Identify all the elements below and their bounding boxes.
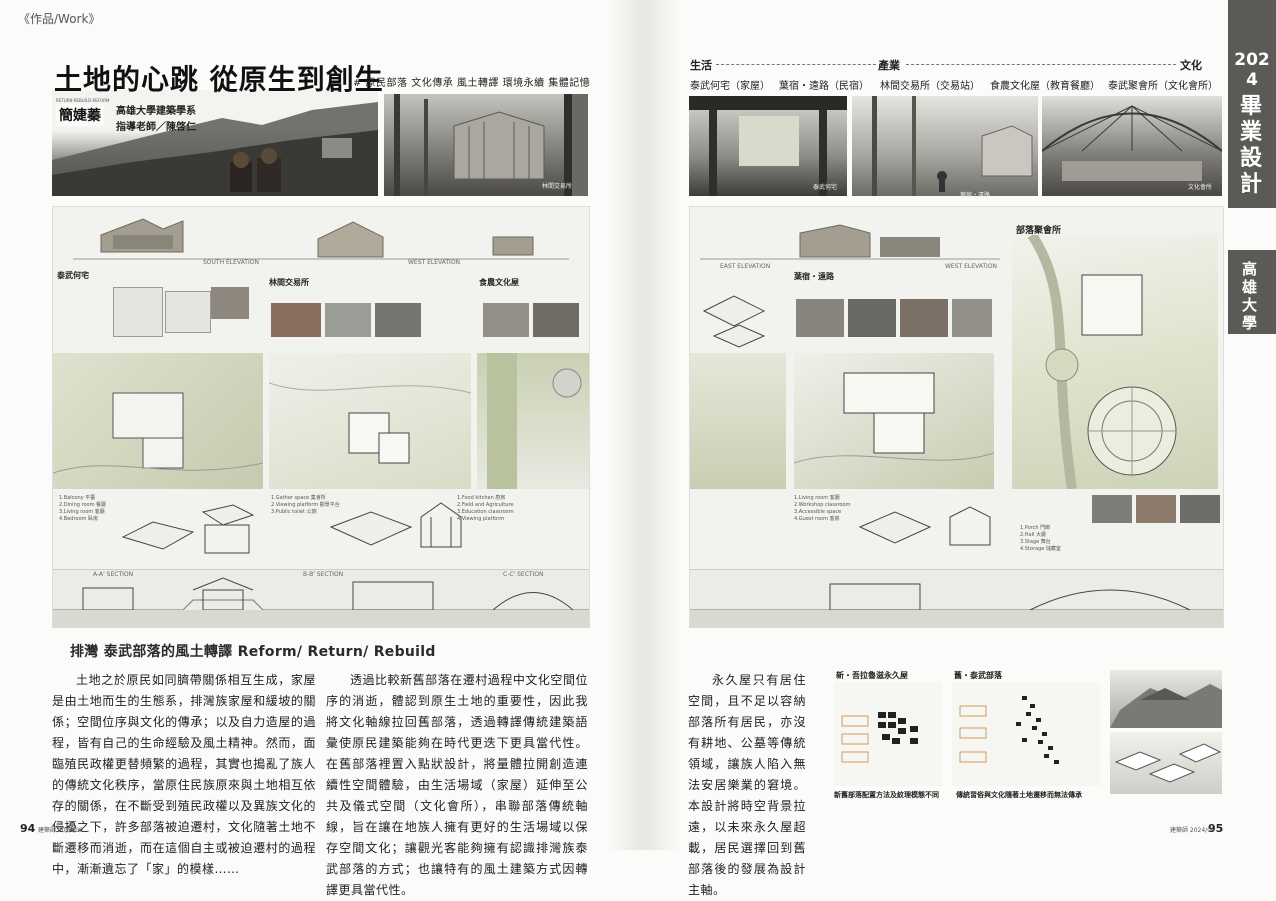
- site-photo: [1136, 495, 1176, 523]
- forest-path-photo: [852, 96, 1038, 196]
- site-photo: [900, 299, 948, 337]
- project-label: 部落聚會所: [1016, 226, 1062, 236]
- site-photo: [952, 299, 992, 337]
- photo-caption: 文化會所: [1187, 184, 1212, 191]
- article-title: 土地的心跳 從原生到創生: [54, 63, 384, 96]
- spine-gutter: [608, 0, 680, 850]
- body-paragraph: 永久屋只有居住空間，且不足以容納部落所有居民，亦沒有耕地、公墓等傳統領域，讓族人…: [688, 673, 806, 897]
- sidebar-heading: 畢業設計: [1240, 94, 1263, 197]
- category-divider: [716, 64, 876, 65]
- legend-list: 1.Balcony 平臺 2.Dining room 餐廳 3.Living r…: [59, 495, 107, 522]
- footer-magazine: 建築師 2024/09: [1170, 827, 1215, 834]
- site-plan: [793, 353, 995, 489]
- map-caption: 傳統習俗與文化隨著土地遷移而無法傳承: [956, 791, 1082, 799]
- item-label: 泰武聚會所（文化會所）: [1108, 81, 1218, 92]
- site-plan: [690, 353, 786, 489]
- section-label: 《作品/Work》: [18, 12, 101, 26]
- advisor-name: 指導老師／陳啓仁: [116, 122, 196, 133]
- project-label: 食農文化屋: [479, 278, 519, 287]
- school-name: 高雄大學建築學系: [116, 106, 196, 117]
- legend-list: 1.Living room 客廳 2.Workshop classroom 3.…: [794, 495, 851, 522]
- map-caption: 新舊部落配置方法及紋理模態不同: [834, 791, 939, 799]
- photo-caption: 葉宿・遠路: [960, 192, 991, 199]
- site-photo: [375, 303, 421, 337]
- item-label: 葉宿・遠路（民宿）: [779, 81, 869, 92]
- culture-hall-site-plan: [1012, 232, 1218, 490]
- item-label: 食農文化屋（教育餐廳）: [990, 81, 1100, 92]
- legend-list: 1.Gather space 集會所 2.Viewing platform 觀景…: [271, 495, 340, 515]
- project-label: 林間交易所: [269, 278, 309, 287]
- body-paragraph: 透過比較新舊部落在遷村過程中文化空間位序的消逝，體認到原生土地的重要性，因此我將…: [326, 673, 588, 897]
- page-number: 95: [1208, 822, 1224, 835]
- category-culture: 文化: [1180, 59, 1202, 72]
- map-title: 新・吾拉魯滋永久屋: [836, 671, 908, 680]
- site-photo: [271, 303, 321, 337]
- site-photo: [796, 299, 844, 337]
- article-subtitle: 排灣 泰武部落的風土轉譯 Reform/ Return/ Rebuild: [70, 644, 436, 660]
- author-name: 簡婕蓁: [56, 104, 104, 126]
- legend-list: 1.Food kitchen 廚房 2.Field and Agricultur…: [457, 495, 514, 522]
- site-photo: [1092, 495, 1132, 523]
- hero-landscape-photo: [52, 90, 378, 196]
- elevation-label: WEST ELEVATION: [408, 259, 461, 266]
- new-village-map: [834, 682, 942, 786]
- village-render-aerial: [1110, 670, 1222, 728]
- school-tab: 高雄大學: [1228, 250, 1276, 334]
- sidebar-school: 高雄大學: [1242, 260, 1258, 332]
- body-paragraph: 土地之於原民如同臍帶關係相互生成，家屋是由土地而生的生態系，排灣族家屋和緩坡的關…: [52, 673, 316, 876]
- elevation-label: EAST ELEVATION: [720, 263, 771, 270]
- item-label: 泰武何宅（家屋）: [690, 81, 770, 92]
- section-label: C-C' SECTION: [503, 571, 544, 578]
- project-label: 泰武何宅: [57, 271, 89, 280]
- footer-magazine: 建築師 2024/09: [38, 827, 83, 834]
- house-interior-photo: 泰武何宅: [689, 96, 847, 196]
- category-life: 生活: [690, 59, 712, 72]
- photo-caption: 泰武何宅: [812, 184, 837, 191]
- site-plan: [477, 353, 589, 489]
- photo-caption: 林間交易所: [541, 183, 572, 190]
- elevation-label: WEST ELEVATION: [945, 263, 998, 270]
- site-photo: [848, 299, 896, 337]
- section-label: A-A' SECTION: [93, 571, 134, 578]
- elevation-label: SOUTH ELEVATION: [203, 259, 259, 266]
- site-photo: [211, 287, 249, 319]
- site-plan: [53, 353, 264, 489]
- site-plan: [268, 353, 472, 489]
- site-photo: [325, 303, 371, 337]
- village-render-plan: [1110, 732, 1222, 794]
- category-industry: 產業: [878, 59, 900, 72]
- right-project-board: EAST ELEVATION WEST ELEVATION 葉宿・遠路 部落聚會…: [689, 206, 1224, 628]
- site-photo: [533, 303, 579, 337]
- section-label: B-B' SECTION: [303, 571, 344, 578]
- category-divider: [906, 64, 1176, 65]
- floor-plan: [113, 287, 163, 337]
- culture-hall-photo: 文化會所: [1042, 96, 1222, 196]
- left-project-board: SOUTH ELEVATION WEST ELEVATION 泰武何宅 林間交易…: [52, 206, 590, 628]
- photo-tag: RETURN·REBUILD·REFORM: [56, 98, 110, 103]
- floor-plan: [165, 291, 211, 333]
- page-number: 94: [20, 822, 36, 835]
- keyword-tags: # 原民部落 文化傳承 風土轉譯 環境永續 集體記憶: [353, 78, 591, 89]
- hero-photo-strip: [572, 94, 588, 196]
- graduation-design-tab: 2024 畢業設計: [1228, 0, 1276, 208]
- forest-pavilion-photo: 林間交易所: [384, 94, 586, 196]
- site-photo: [1180, 495, 1220, 523]
- item-label: 林間交易所（交易站）: [880, 81, 980, 92]
- site-photo: [483, 303, 529, 337]
- sidebar-year: 2024: [1234, 50, 1270, 90]
- project-label: 葉宿・遠路: [794, 272, 834, 281]
- legend-list: 1.Porch 門廊 2.Hall 大廳 3.Stage 舞台 4.Storag…: [1020, 525, 1061, 552]
- old-village-map: [952, 682, 1100, 786]
- map-title: 舊・泰武部落: [954, 671, 1002, 680]
